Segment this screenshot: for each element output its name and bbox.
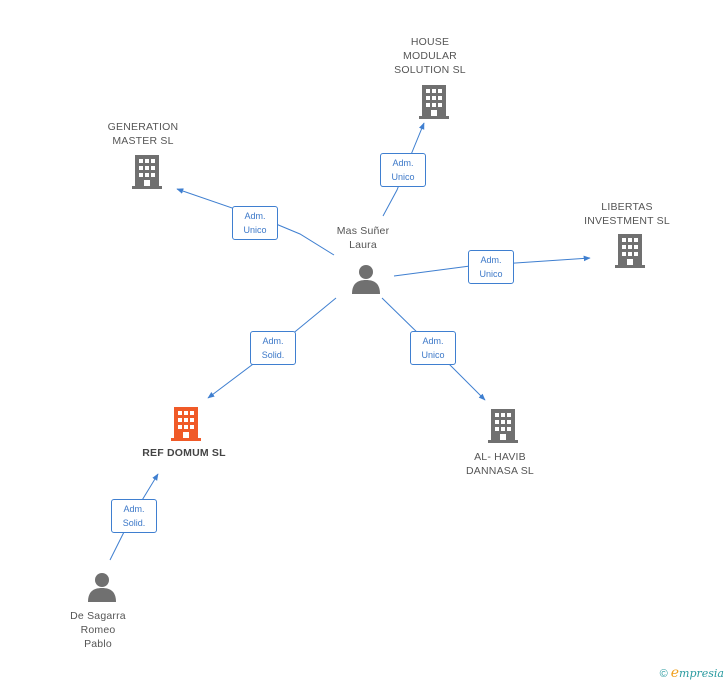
node-mas-suner[interactable]: Mas Suñer Laura — [303, 224, 423, 252]
edge-label-al-havib[interactable]: Adm. Unico — [410, 331, 456, 365]
building-icon — [419, 85, 449, 119]
building-icon — [615, 234, 645, 268]
person-icon — [352, 265, 380, 294]
edge-label-generation[interactable]: Adm. Unico — [232, 206, 278, 240]
edge-label-ref-from-mas[interactable]: Adm. Solid. — [250, 331, 296, 365]
node-ref-domum[interactable]: REF DOMUM SL — [124, 446, 244, 460]
node-house-modular[interactable]: HOUSE MODULAR SOLUTION SL — [370, 35, 490, 77]
copyright-footer: © empresia — [660, 665, 724, 681]
node-de-sagarra[interactable]: De Sagarra Romeo Pablo — [38, 609, 158, 651]
node-label: GENERATION MASTER SL — [107, 121, 179, 147]
copyright-icon: © — [659, 668, 668, 680]
node-label: AL- HAVIB DANNASA SL — [466, 451, 534, 477]
node-libertas[interactable]: LIBERTAS INVESTMENT SL — [567, 200, 687, 228]
node-generation-master[interactable]: GENERATION MASTER SL — [83, 120, 203, 148]
edge-label-ref-from-sagarra[interactable]: Adm. Solid. — [111, 499, 157, 533]
node-label: REF DOMUM SL — [142, 447, 226, 459]
node-label: LIBERTAS INVESTMENT SL — [584, 201, 670, 227]
building-icon — [488, 409, 518, 443]
node-label: De Sagarra Romeo Pablo — [70, 610, 126, 650]
edge-label-house[interactable]: Adm. Unico — [380, 153, 426, 187]
person-icon — [88, 573, 116, 602]
node-label: Mas Suñer Laura — [336, 225, 390, 251]
brand-logo: empresia — [670, 665, 724, 681]
building-icon — [171, 407, 201, 441]
edge-label-libertas[interactable]: Adm. Unico — [468, 250, 514, 284]
edge-to-generation-master — [176, 188, 335, 256]
building-icon — [132, 155, 162, 189]
node-label: HOUSE MODULAR SOLUTION SL — [394, 36, 466, 76]
node-al-havib[interactable]: AL- HAVIB DANNASA SL — [440, 450, 560, 478]
